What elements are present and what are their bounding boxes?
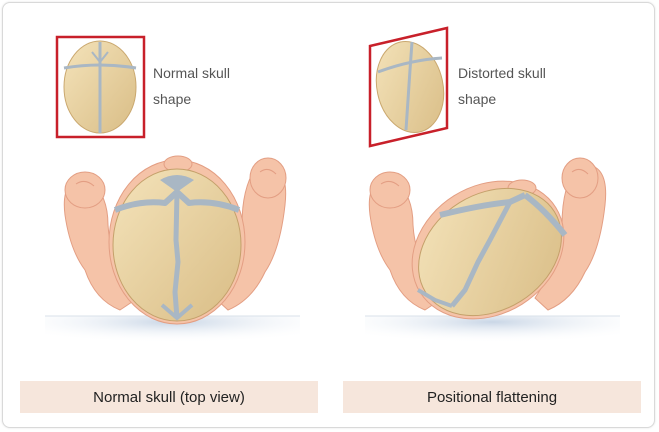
inset-distorted-skull: [375, 40, 445, 134]
caption-normal-skull: Normal skull (top view): [20, 381, 318, 413]
panel-positional-flattening: Distorted skull shape Positional flatten…: [330, 0, 650, 432]
main-flattened-skull: [416, 187, 568, 317]
inset-label-line1: Normal skull: [153, 65, 231, 81]
inset-label-line2: shape: [153, 91, 192, 107]
caption-positional-flattening: Positional flattening: [343, 381, 641, 413]
caption-text: Normal skull (top view): [93, 388, 245, 406]
inset-normal-skull: [63, 40, 137, 134]
inset-label-line2: shape: [458, 91, 497, 107]
inset-label: Distorted skull shape: [458, 60, 546, 112]
caption-text: Positional flattening: [426, 388, 558, 406]
inset-frame: [55, 35, 146, 139]
main-normal-skull: [112, 168, 242, 322]
panel-normal-skull: Normal skull shape Normal skull (top vie…: [0, 0, 320, 432]
inset-label-line1: Distorted skull: [458, 65, 546, 81]
floor-shadow: [365, 316, 620, 346]
inset-frame: [368, 26, 449, 148]
flattened-skull-illustration: [365, 26, 620, 346]
normal-skull-illustration: [45, 35, 300, 346]
inset-label: Normal skull shape: [153, 60, 230, 112]
